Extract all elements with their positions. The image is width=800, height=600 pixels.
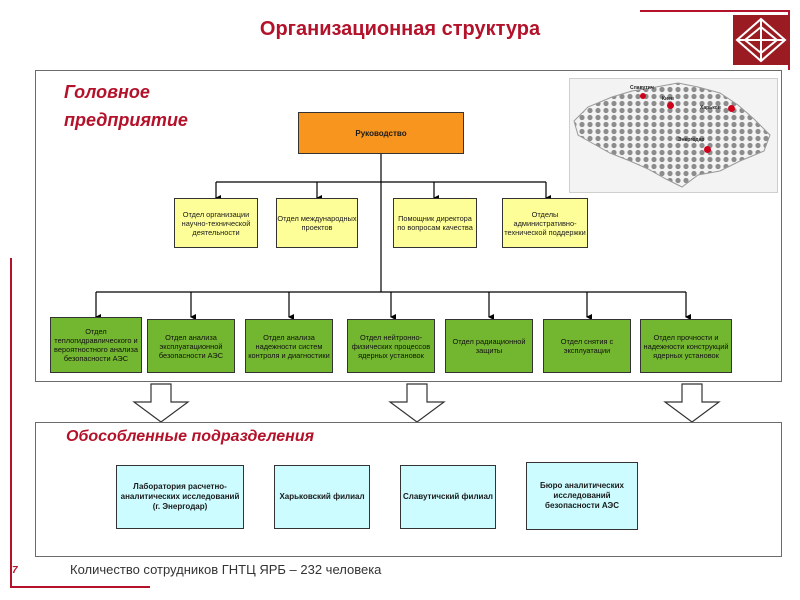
kharkiv-branch-box: Харьковский филиал: [274, 465, 370, 529]
dept-science-organization-box: Отдел организации научно-технической дея…: [174, 198, 258, 248]
city-marker-kyiv: [667, 102, 674, 109]
branches-label: Обособленные подразделения: [66, 428, 315, 445]
decor-line-top: [640, 10, 790, 12]
down-arrow-center: [388, 383, 446, 423]
head-office-label-line1: Головное: [64, 82, 150, 102]
dept-reliability-control-box: Отдел анализа надежности систем контроля…: [245, 319, 333, 373]
head-office-label: Головное предприятие: [64, 80, 188, 133]
down-arrow-right: [663, 383, 721, 423]
city-label-kharkiv: Харьков: [700, 105, 721, 111]
city-label-slavutich: Славутич: [630, 85, 654, 91]
analytics-bureau-box: Бюро аналитических исследований безопасн…: [526, 462, 638, 530]
dept-thermohydraulic-box: Отдел теплогидравлического и вероятностн…: [50, 317, 142, 373]
management-box: Руководство: [298, 112, 464, 154]
lab-energodar-box: Лаборатория расчетно-аналитических иссле…: [116, 465, 244, 529]
decor-line-bottom: [10, 586, 150, 588]
page-title: Организационная структура: [259, 18, 541, 40]
decor-line-right: [788, 10, 790, 70]
dept-international-projects-box: Отдел международных проектов: [276, 198, 358, 248]
slavutich-branch-box: Славутичский филиал: [400, 465, 496, 529]
page-number: 7: [12, 565, 18, 576]
decor-line-left: [10, 258, 12, 588]
dept-radiation-protection-box: Отдел радиационной защиты: [445, 319, 533, 373]
dept-operational-safety-box: Отдел анализа эксплуатационной безопасно…: [147, 319, 235, 373]
admin-support-box: Отделы административно-технической подде…: [502, 198, 588, 248]
dept-neutron-physics-box: Отдел нейтронно-физических процессов яде…: [347, 319, 435, 373]
ukraine-map: Славутич Киев Харьков Энергодар: [569, 78, 778, 193]
staff-count-text: Количество сотрудников ГНТЦ ЯРБ – 232 че…: [70, 562, 382, 577]
city-label-kyiv: Киев: [662, 96, 674, 102]
city-label-energodar: Энергодар: [678, 137, 705, 143]
head-office-label-line2: предприятие: [64, 110, 188, 130]
dept-structural-strength-box: Отдел прочности и надежности конструкций…: [640, 319, 732, 373]
down-arrow-left: [132, 383, 190, 423]
city-marker-kharkiv: [728, 105, 735, 112]
dept-decommissioning-box: Отдел снятия с эксплуатации: [543, 319, 631, 373]
city-marker-slavutich: [640, 93, 646, 99]
city-marker-energodar: [704, 146, 711, 153]
logo-icon: [733, 15, 789, 65]
quality-assistant-box: Помощник директора по вопросам качества: [393, 198, 477, 248]
